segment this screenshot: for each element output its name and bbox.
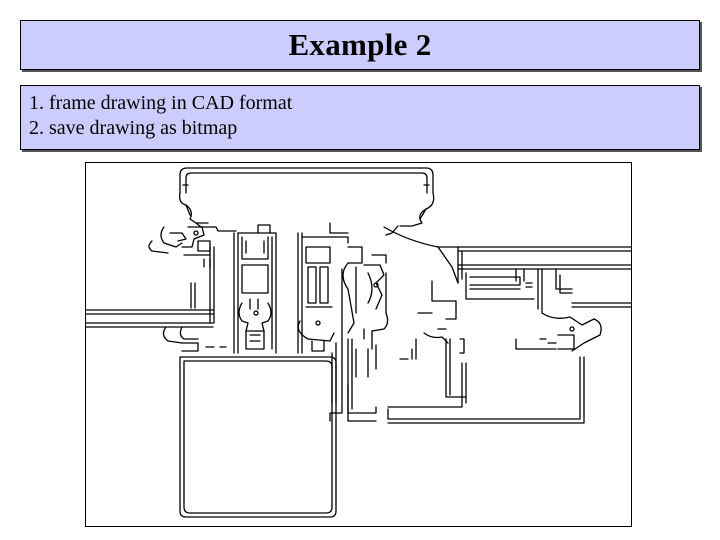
fastener-marks	[204, 259, 574, 331]
left-horizontal-member	[86, 283, 213, 327]
left-seal-detail	[149, 227, 214, 323]
slide-title: Example 2	[288, 27, 432, 62]
cad-drawing-svg	[86, 163, 631, 526]
lower-mid-frame	[330, 339, 376, 421]
second-mullion	[298, 223, 348, 353]
right-seal-detail	[418, 281, 601, 353]
cad-frame-drawing	[85, 162, 632, 527]
lower-right-frame	[388, 339, 584, 423]
bullet-item-2: 2. save drawing as bitmap	[29, 117, 238, 139]
right-upper-block	[384, 227, 631, 313]
sash-profile	[342, 247, 388, 413]
central-mullion	[234, 225, 276, 353]
bullet-box: 1. frame drawing in CAD format 2. save d…	[20, 85, 700, 150]
top-profile	[180, 168, 434, 235]
bullet-item-1: 1. frame drawing in CAD format	[29, 92, 293, 114]
title-box: Example 2	[20, 20, 700, 70]
lower-left-panel	[163, 327, 336, 517]
